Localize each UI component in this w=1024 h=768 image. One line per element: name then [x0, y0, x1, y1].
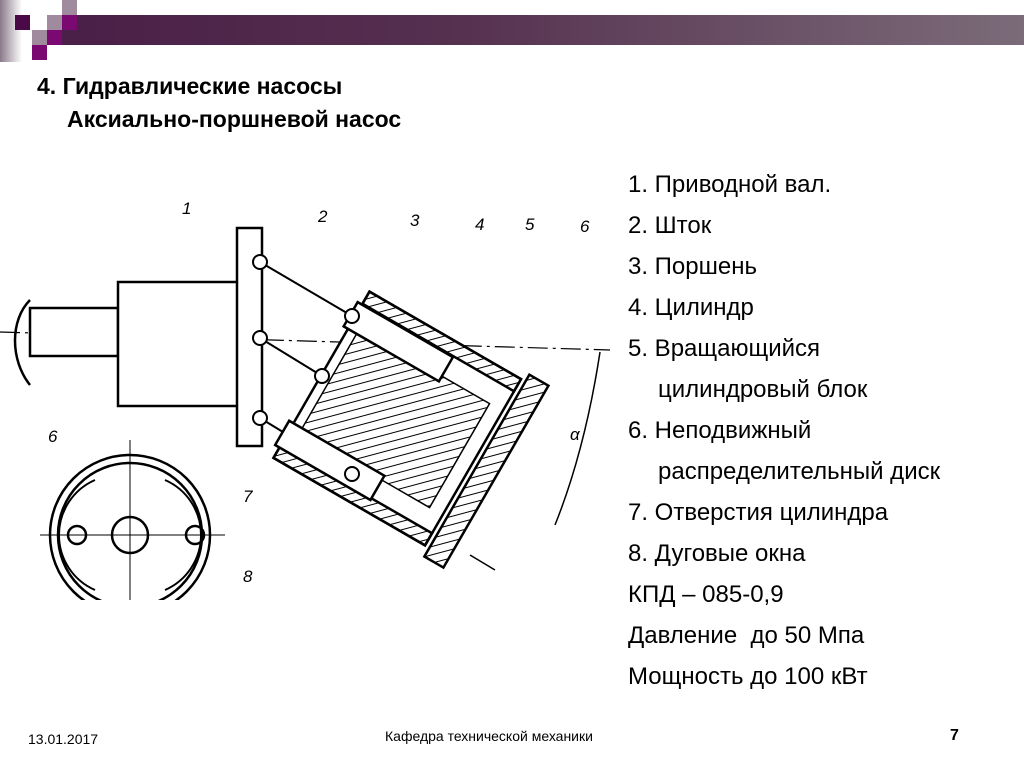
- footer-department: Кафедра технической механики: [385, 728, 593, 744]
- header-band: [62, 15, 1024, 45]
- decor-square: [32, 45, 47, 60]
- legend-item: цилиндровый блок: [658, 376, 868, 403]
- label-7: 7: [243, 487, 253, 506]
- drive-shaft: [28, 306, 120, 358]
- cylinder-block: [271, 289, 551, 570]
- slide-title: 4. Гидравлические насосы Аксиально-поршн…: [37, 70, 401, 136]
- legend-item: распределительный диск: [658, 458, 941, 485]
- legend-item: 5. Вращающийся: [628, 335, 821, 362]
- spec-efficiency: КПД – 085-0,9: [628, 581, 784, 608]
- decor-square: [62, 15, 77, 30]
- label-3: 3: [410, 211, 420, 230]
- legend-item: 2. Шток: [628, 212, 712, 239]
- label-6: 6: [580, 217, 590, 236]
- decor-square: [32, 30, 47, 45]
- shaft-body: [116, 280, 240, 408]
- footer-date: 13.01.2017: [28, 731, 99, 747]
- legend-item: 4. Цилиндр: [628, 294, 754, 321]
- title-line-1: 4. Гидравлические насосы: [37, 73, 343, 99]
- spec-power: Мощность до 100 кВт: [628, 663, 868, 690]
- legend-item: 8. Дуговые окна: [628, 540, 806, 567]
- spec-pressure: Давление до 50 Мпа: [628, 622, 865, 649]
- label-8: 8: [243, 567, 253, 586]
- ball-joints: [252, 254, 360, 482]
- title-line-2: Аксиально-поршневой насос: [67, 106, 402, 132]
- label-2: 2: [317, 207, 328, 226]
- label-6-disk: 6: [48, 427, 58, 446]
- legend-item: 3. Поршень: [628, 253, 757, 280]
- page-number: 7: [950, 727, 959, 744]
- decor-square: [62, 0, 77, 15]
- decor-square: [47, 15, 62, 30]
- pump-diagram: 1 2 3 4 5 6 6 7 8 α: [0, 199, 611, 600]
- label-4: 4: [475, 215, 484, 234]
- label-5: 5: [525, 215, 535, 234]
- legend-item: 1. Приводной вал.: [628, 171, 832, 198]
- outlet-arrow-icon: [469, 554, 496, 571]
- angle-arc: [554, 351, 601, 526]
- distributor-disk-view: [40, 440, 225, 600]
- label-1: 1: [182, 199, 191, 218]
- legend-list: 1. Приводной вал. 2. Шток 3. Поршень 4. …: [628, 164, 940, 697]
- legend-item: 7. Отверстия цилиндра: [628, 499, 889, 526]
- decor-square: [47, 30, 62, 45]
- rotation-arrow-icon: [13, 299, 31, 386]
- legend-item: 6. Неподвижный: [628, 417, 812, 444]
- decor-square: [15, 15, 30, 30]
- label-alpha: α: [570, 425, 581, 444]
- decor-edge: [0, 0, 22, 62]
